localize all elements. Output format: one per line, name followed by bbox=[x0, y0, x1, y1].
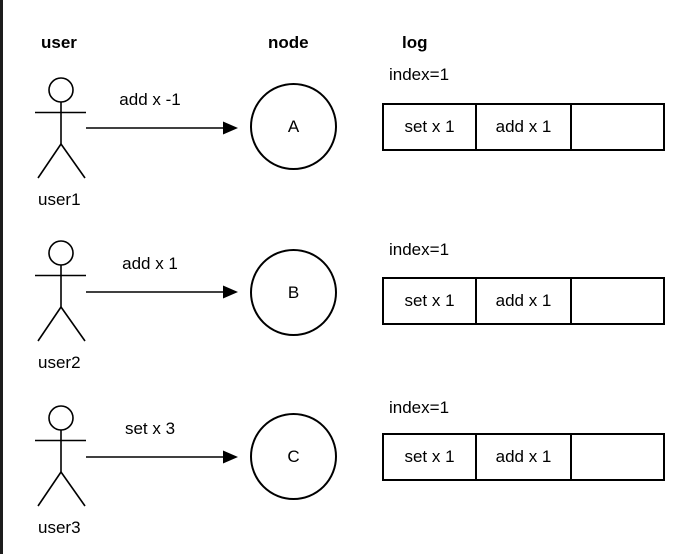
log-table: set x 1 add x 1 bbox=[382, 433, 665, 481]
request-message-label: add x 1 bbox=[122, 254, 178, 273]
log-index-label: index=1 bbox=[389, 240, 450, 259]
log-cell: add x 1 bbox=[477, 105, 572, 149]
log-cell: add x 1 bbox=[477, 279, 572, 323]
node-circle: C bbox=[250, 413, 337, 500]
user2-stick-figure-icon bbox=[35, 240, 86, 342]
log-table: set x 1 add x 1 bbox=[382, 103, 665, 151]
node-circle: B bbox=[250, 249, 337, 336]
request-message-label: add x -1 bbox=[119, 90, 181, 109]
request-arrow bbox=[86, 285, 238, 299]
log-index-label: index=1 bbox=[389, 65, 450, 84]
log-cell-empty bbox=[572, 105, 663, 149]
column-header-node: node bbox=[268, 33, 309, 52]
request-arrow bbox=[86, 450, 238, 464]
node-label: B bbox=[287, 282, 300, 302]
user-name-label: user2 bbox=[38, 353, 81, 372]
log-table: set x 1 add x 1 bbox=[382, 277, 665, 325]
log-cell: set x 1 bbox=[384, 105, 477, 149]
node-circle: A bbox=[250, 83, 337, 170]
node-label: C bbox=[287, 446, 300, 466]
log-index-label: index=1 bbox=[389, 398, 450, 417]
column-header-user: user bbox=[41, 33, 77, 52]
column-header-log: log bbox=[402, 33, 428, 52]
user-name-label: user1 bbox=[38, 190, 81, 209]
request-arrow bbox=[86, 121, 238, 135]
log-cell-empty bbox=[572, 279, 663, 323]
node-label: A bbox=[287, 116, 300, 136]
log-cell: add x 1 bbox=[477, 435, 572, 479]
user1-stick-figure-icon bbox=[35, 77, 86, 179]
request-message-label: set x 3 bbox=[124, 419, 176, 438]
log-cell: set x 1 bbox=[384, 279, 477, 323]
left-border-line bbox=[0, 0, 3, 554]
log-cell: set x 1 bbox=[384, 435, 477, 479]
user3-stick-figure-icon bbox=[35, 405, 86, 507]
log-cell-empty bbox=[572, 435, 663, 479]
user-name-label: user3 bbox=[38, 518, 81, 537]
